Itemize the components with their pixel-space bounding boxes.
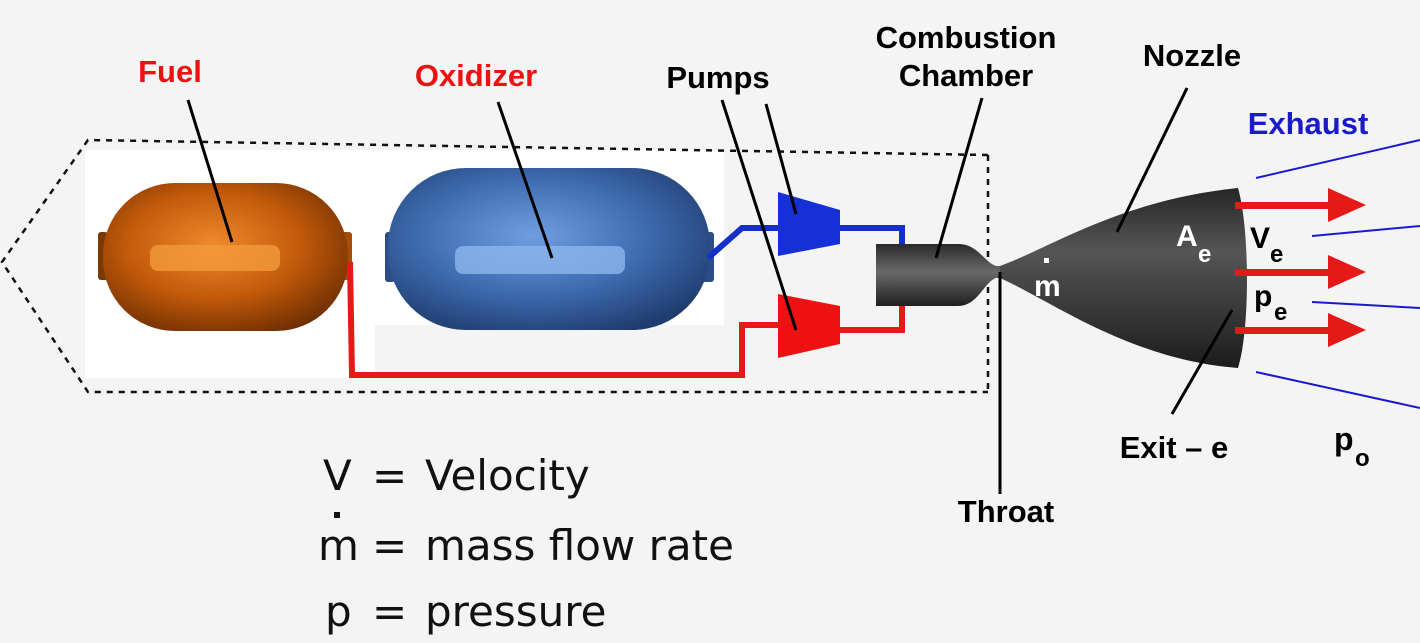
legend-mdot-dot (334, 512, 340, 518)
combustion-leader (934, 97, 984, 259)
legend-eq-p: = (372, 587, 407, 636)
vehicle-outline (0, 138, 989, 394)
mass-flow-dot (1044, 258, 1049, 263)
ambient-pressure-subscript: o (1355, 445, 1370, 472)
exit-pressure-subscript: e (1274, 299, 1287, 326)
nozzle-label: Nozzle (1143, 38, 1241, 73)
exit-leader (1170, 309, 1234, 415)
exhaust-plume (1255, 139, 1420, 409)
legend-symbol-mdot: m (318, 521, 359, 570)
nozzle (1000, 188, 1247, 368)
fuel-tank (98, 183, 352, 331)
leader-lines (186, 87, 1234, 494)
oxidizer-leader (496, 101, 554, 259)
legend-text-pressure: pressure (425, 587, 606, 636)
legend-symbol-v: V (323, 451, 352, 500)
legend: V = Velocity m = mass flow rate p = pres… (318, 451, 734, 636)
exit-area-subscript: e (1198, 241, 1211, 268)
exit-label: Exit – e (1120, 430, 1229, 465)
exit-velocity-subscript: e (1270, 241, 1283, 268)
mass-flow-symbol: m (1034, 270, 1061, 303)
pumps-leader-fuel (720, 99, 798, 331)
fuel-pump (778, 294, 840, 358)
pumps-leader-ox (764, 103, 798, 215)
exit-pressure-symbol: p (1254, 280, 1272, 313)
combustion-label-line2: Chamber (899, 58, 1033, 93)
legend-text-mass-flow: mass flow rate (425, 521, 734, 570)
fuel-leader (186, 99, 234, 243)
throat-label: Throat (958, 494, 1054, 529)
oxidizer-line (706, 225, 782, 261)
oxidizer-pump (778, 192, 840, 256)
exit-velocity-symbol: V (1250, 222, 1270, 255)
legend-text-velocity: Velocity (425, 451, 590, 500)
exhaust-label: Exhaust (1248, 106, 1369, 141)
ambient-pressure-symbol: p (1334, 421, 1354, 457)
legend-eq-v: = (372, 451, 407, 500)
pumps-label: Pumps (666, 60, 769, 95)
legend-eq-mdot: = (372, 521, 407, 570)
combustion-label-line1: Combustion (876, 20, 1057, 55)
oxidizer-label: Oxidizer (415, 58, 537, 93)
legend-symbol-p: p (325, 587, 352, 636)
nozzle-leader (1115, 87, 1189, 233)
exhaust-arrows (1235, 188, 1366, 347)
fuel-line (347, 261, 782, 378)
combustion-chamber (876, 244, 1004, 306)
fuel-label: Fuel (138, 54, 202, 89)
exit-area-symbol: A (1176, 220, 1198, 253)
